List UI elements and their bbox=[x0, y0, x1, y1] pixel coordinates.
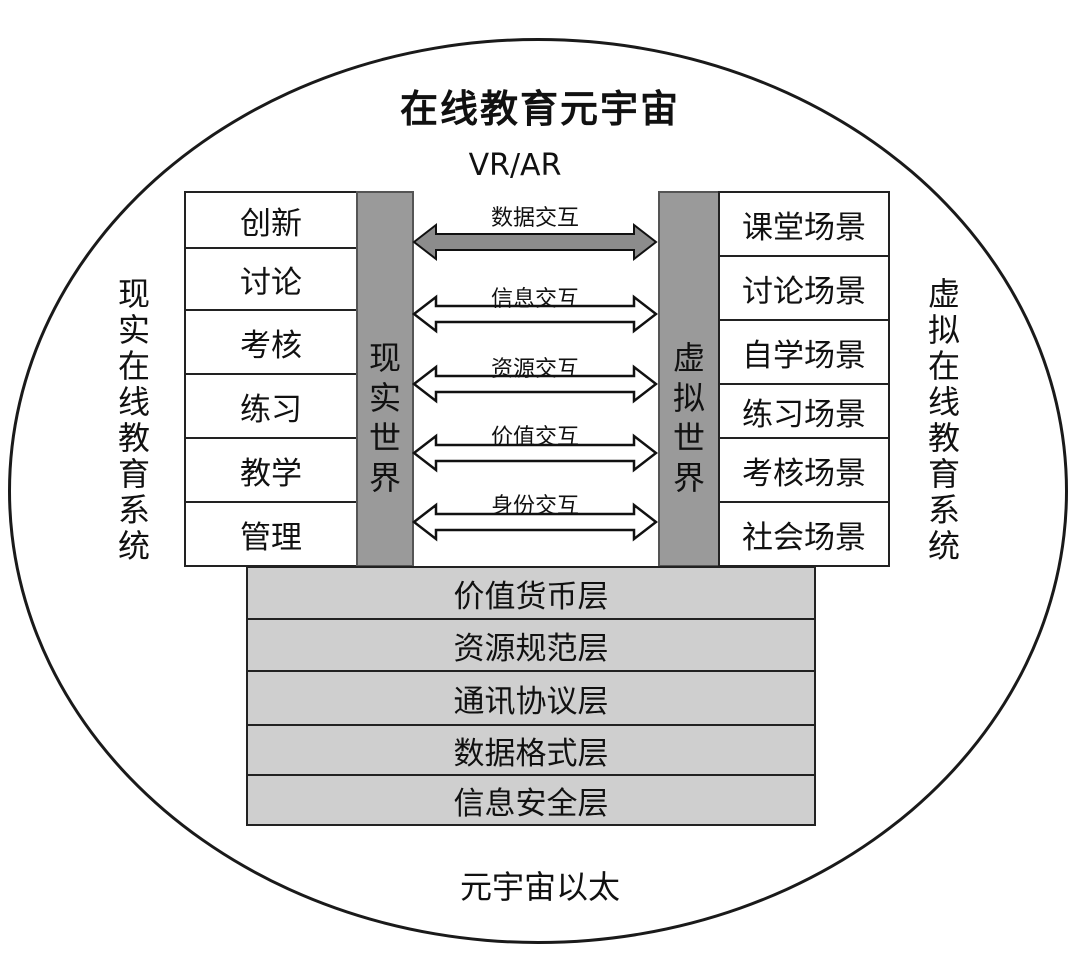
char: 育 bbox=[117, 455, 150, 493]
right-item: 讨论场景 bbox=[720, 257, 888, 321]
interaction-label: 数据交互 bbox=[490, 206, 579, 231]
char: 拟 bbox=[927, 311, 960, 349]
char: 现 bbox=[368, 339, 401, 377]
interaction-label: 身份交互 bbox=[490, 494, 579, 519]
virtual-online-education-system-label: 虚 拟 在 线 教 育 系 统 bbox=[922, 276, 966, 564]
char: 系 bbox=[927, 491, 960, 529]
char: 育 bbox=[927, 455, 960, 493]
char: 实 bbox=[368, 379, 401, 417]
left-item: 练习 bbox=[186, 375, 356, 439]
right-item: 课堂场景 bbox=[720, 193, 888, 257]
identity-interaction-arrow bbox=[412, 502, 658, 542]
char: 在 bbox=[117, 347, 150, 385]
resource-interaction-arrow bbox=[412, 364, 658, 404]
metaverse-ether-label: 元宇宙以太 bbox=[459, 868, 620, 906]
char: 虚 bbox=[927, 275, 960, 313]
char: 虚 bbox=[672, 339, 705, 377]
virtual-world-bar: 虚 拟 世 界 bbox=[658, 191, 720, 567]
interaction-label: 价值交互 bbox=[490, 425, 579, 450]
interaction-arrows bbox=[412, 222, 658, 542]
left-item: 教学 bbox=[186, 439, 356, 503]
data-interaction-arrow bbox=[412, 222, 658, 262]
char: 在 bbox=[927, 347, 960, 385]
char: 系 bbox=[117, 491, 150, 529]
char: 界 bbox=[368, 459, 401, 497]
left-item: 讨论 bbox=[186, 249, 356, 311]
layer-row: 资源规范层 bbox=[248, 620, 814, 672]
info-interaction-arrow bbox=[412, 294, 658, 334]
real-activities-box: 创新 讨论 考核 练习 教学 管理 bbox=[184, 191, 358, 567]
right-item: 考核场景 bbox=[720, 439, 888, 503]
char: 线 bbox=[927, 383, 960, 421]
char: 拟 bbox=[672, 379, 705, 417]
char: 线 bbox=[117, 383, 150, 421]
char: 世 bbox=[672, 419, 705, 457]
char: 现 bbox=[117, 275, 150, 313]
layer-row: 信息安全层 bbox=[453, 785, 609, 822]
real-online-education-system-label: 现 实 在 线 教 育 系 统 bbox=[112, 276, 156, 564]
metaverse-ellipse bbox=[8, 38, 1068, 944]
left-item: 创新 bbox=[186, 193, 356, 249]
real-world-bar: 现 实 世 界 bbox=[356, 191, 414, 567]
value-interaction-arrow bbox=[412, 433, 658, 473]
layer-row: 价值货币层 bbox=[248, 568, 814, 620]
char: 教 bbox=[927, 419, 960, 457]
layer-row: 通讯协议层 bbox=[248, 672, 814, 726]
char: 统 bbox=[927, 527, 960, 565]
vr-ar-label: VR/AR bbox=[468, 148, 562, 183]
infrastructure-layers: 价值货币层 资源规范层 通讯协议层 数据格式层 信息安全层 bbox=[246, 566, 816, 826]
char: 实 bbox=[117, 311, 150, 349]
left-item: 考核 bbox=[186, 311, 356, 375]
layer-row: 数据格式层 bbox=[248, 726, 814, 776]
interaction-label: 资源交互 bbox=[490, 357, 579, 382]
char: 世 bbox=[368, 419, 401, 457]
char: 教 bbox=[117, 419, 150, 457]
diagram-title: 在线教育元宇宙 bbox=[399, 87, 680, 131]
right-item: 练习场景 bbox=[720, 385, 888, 439]
virtual-scenes-box: 课堂场景 讨论场景 自学场景 练习场景 考核场景 社会场景 bbox=[718, 191, 890, 567]
char: 统 bbox=[117, 527, 150, 565]
interaction-label: 信息交互 bbox=[490, 287, 579, 312]
right-item: 自学场景 bbox=[720, 321, 888, 385]
char: 界 bbox=[672, 459, 705, 497]
left-item: 管理 bbox=[240, 519, 302, 556]
right-item: 社会场景 bbox=[742, 519, 866, 556]
